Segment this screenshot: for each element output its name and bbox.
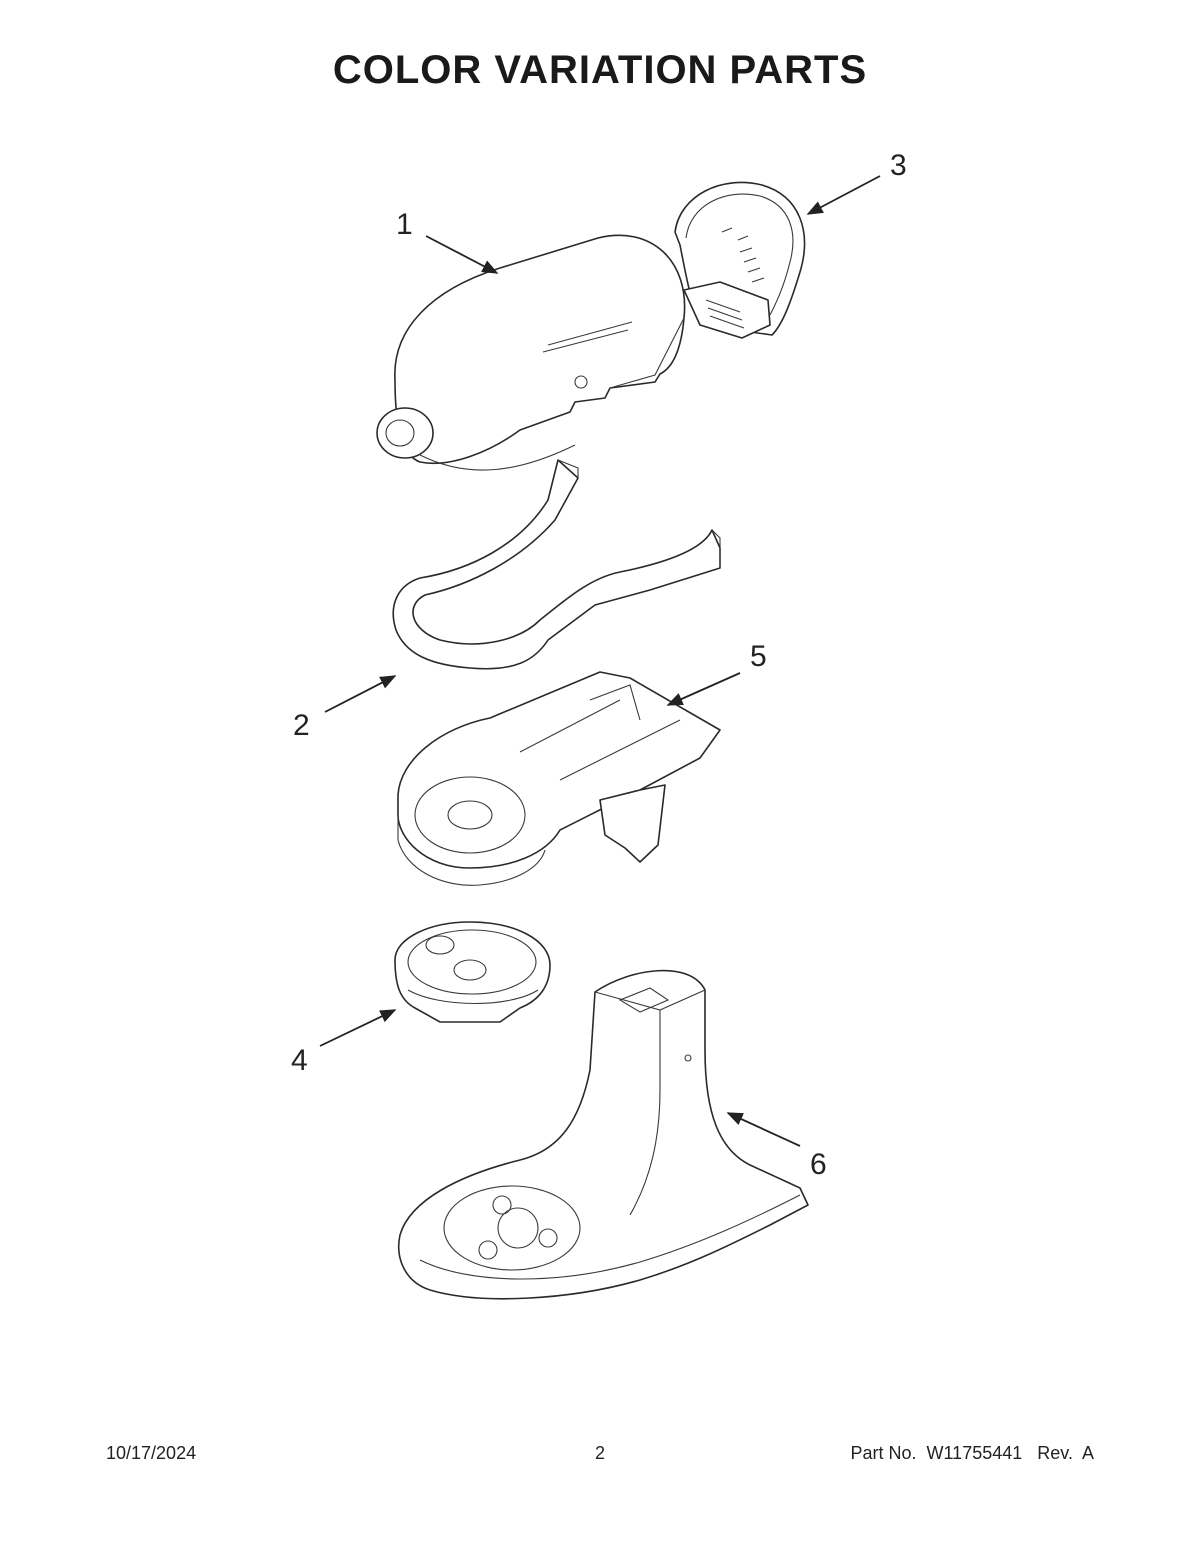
revision-value: A [1081, 1443, 1094, 1463]
part-base-frame [397, 671, 721, 886]
part-motor-housing [376, 234, 686, 471]
callout-number-4: 4 [291, 1044, 308, 1077]
arrow-1 [425, 235, 499, 274]
callout-arrows [319, 175, 881, 1147]
part-trim-band [392, 459, 721, 670]
footer-page-number: 2 [594, 1443, 605, 1463]
callout-number-6: 6 [810, 1148, 827, 1181]
revision-label: Rev. [1037, 1443, 1073, 1463]
arrow-3 [806, 175, 881, 215]
arrow-4 [319, 1009, 397, 1047]
arrow-6 [726, 1112, 801, 1147]
callout-number-3: 3 [890, 149, 907, 182]
footer-part-info: Part No. W11755441 Rev. A [850, 1443, 1094, 1464]
part-number: W11755441 [926, 1443, 1023, 1463]
part-bowl-clamp-plate [394, 921, 551, 1023]
arrow-2 [324, 675, 397, 713]
callout-number-2: 2 [293, 709, 310, 742]
page-title: COLOR VARIATION PARTS [332, 48, 868, 92]
callout-number-1: 1 [396, 208, 413, 241]
arrow-5 [666, 672, 741, 706]
part-rear-cover [674, 181, 806, 339]
part-label: Part No. [850, 1443, 917, 1463]
part-pedestal-base [398, 969, 809, 1300]
callout-number-5: 5 [750, 640, 767, 673]
footer-date: 10/17/2024 [106, 1443, 197, 1463]
